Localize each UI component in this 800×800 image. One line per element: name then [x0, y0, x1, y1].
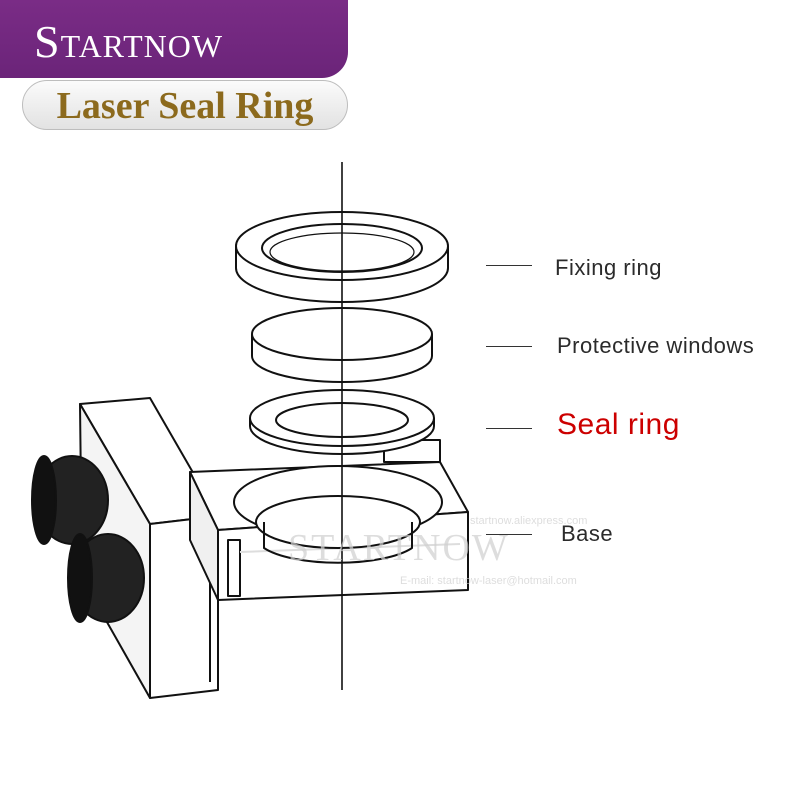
label-base: Base	[561, 521, 614, 546]
label-fixing-ring: Fixing ring	[555, 255, 662, 280]
label-protective-windows: Protective windows	[557, 333, 755, 358]
leader-protective-windows	[486, 346, 532, 347]
brand-logo-text: Startnow	[34, 16, 224, 67]
leader-fixing-ring	[486, 265, 532, 266]
leader-base	[486, 534, 532, 535]
base-part	[31, 397, 469, 699]
watermark: STARTNOW startnow.aliexpress.com E-mail:…	[288, 515, 587, 587]
leader-seal-ring	[486, 428, 532, 429]
svg-text:STARTNOW: STARTNOW	[288, 527, 510, 569]
svg-text:startnow.aliexpress.com: startnow.aliexpress.com	[470, 515, 587, 527]
knob-lower	[67, 533, 145, 623]
label-seal-ring: Seal ring	[557, 408, 680, 441]
page-title: Laser Seal Ring	[56, 85, 314, 127]
brand-banner: Startnow	[0, 0, 348, 78]
knob-upper	[31, 455, 109, 545]
svg-text:E-mail: startnow-laser@hotmail: E-mail: startnow-laser@hotmail.com	[400, 575, 577, 587]
title-banner: Laser Seal Ring	[22, 80, 348, 130]
